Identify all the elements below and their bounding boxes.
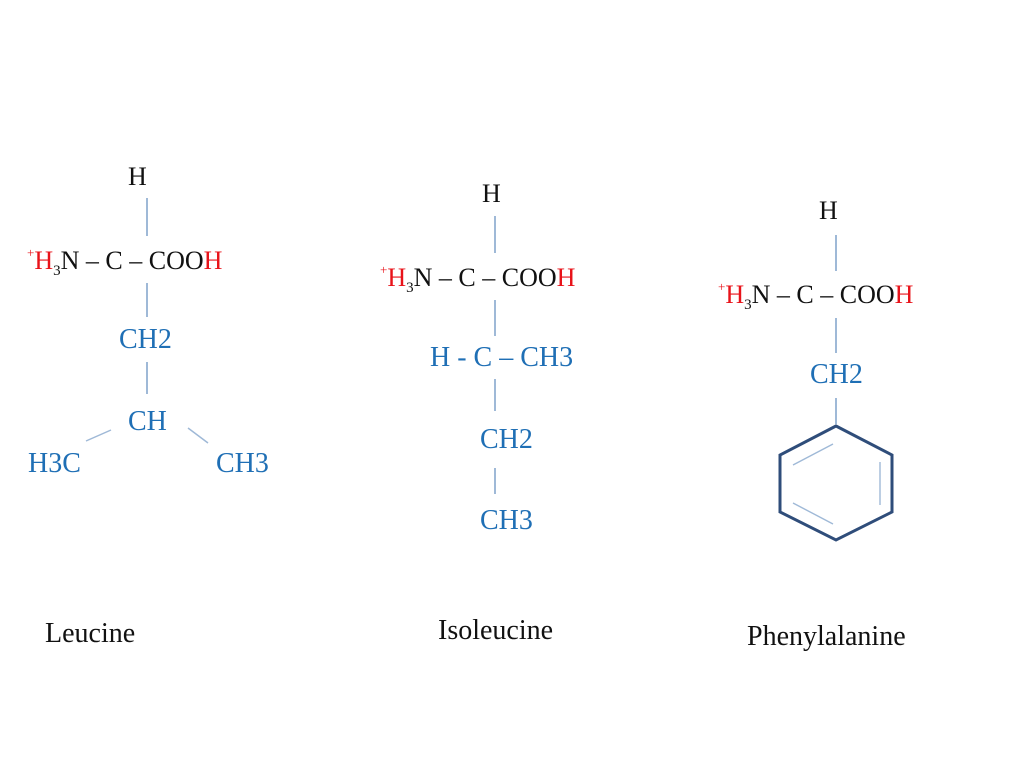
isoleucine-bond-top — [494, 216, 496, 253]
leucine-ch: CH — [128, 406, 167, 437]
phenylalanine-dash-right: – — [820, 280, 834, 309]
isoleucine-carboxyl-h: H — [556, 263, 576, 292]
leucine-bond-ch2 — [146, 283, 148, 317]
leucine-carboxyl-h: H — [203, 246, 223, 275]
leucine-name: Leucine — [45, 618, 136, 649]
isoleucine-amine-n: N — [413, 263, 433, 292]
phenylalanine-backbone: +H3N – C – COOH — [718, 280, 913, 313]
isoleucine-name: Isoleucine — [438, 615, 554, 646]
phenylalanine-bond-top — [835, 235, 837, 271]
isoleucine-bond-ch3 — [494, 468, 496, 494]
phenylalanine-amine-charge: + — [718, 279, 726, 294]
phenylalanine-name: Phenylalanine — [747, 621, 906, 652]
leucine-carboxyl: COO — [148, 246, 204, 275]
leucine-backbone: +H3N – C – COOH — [27, 246, 222, 279]
leucine-bond-right-branch — [187, 427, 209, 444]
isoleucine-central-carbon: C — [458, 263, 476, 292]
phenylalanine-carboxyl: COO — [839, 280, 895, 309]
phenylalanine-bond-ch2 — [835, 318, 837, 353]
leucine-amine-n: N — [60, 246, 80, 275]
phenylalanine-carboxyl-h: H — [894, 280, 914, 309]
isoleucine-amine-charge: + — [380, 262, 388, 277]
phenylalanine-central-carbon: C — [796, 280, 814, 309]
leucine-amine-subscript: 3 — [53, 263, 61, 279]
leucine-amine-h: H — [34, 246, 54, 275]
leucine-central-carbon: C — [105, 246, 123, 275]
leucine-bond-ch — [146, 362, 148, 394]
leucine-bond-left-branch — [85, 429, 112, 442]
leucine-top-hydrogen: H — [128, 162, 147, 191]
phenylalanine-amine-subscript: 3 — [744, 297, 752, 313]
leucine-branch-left: H3C — [28, 448, 81, 479]
phenylalanine-top-hydrogen: H — [819, 196, 838, 225]
isoleucine-amine-h: H — [387, 263, 407, 292]
isoleucine-carboxyl: COO — [501, 263, 557, 292]
isoleucine-backbone: +H3N – C – COOH — [380, 263, 575, 296]
benzene-ring-icon — [778, 424, 894, 542]
isoleucine-ch2: CH2 — [480, 424, 533, 455]
phenylalanine-amine-h: H — [725, 280, 745, 309]
phenylalanine-dash-left: – — [776, 280, 790, 309]
isoleucine-ch3: CH3 — [480, 505, 533, 536]
leucine-dash-left: – — [85, 246, 99, 275]
isoleucine-dash-left: – — [438, 263, 452, 292]
isoleucine-amine-subscript: 3 — [406, 280, 414, 296]
isoleucine-dash-right: – — [482, 263, 496, 292]
isoleucine-side-row: H - C – CH3 — [430, 342, 574, 373]
leucine-ch2: CH2 — [119, 324, 172, 355]
phenylalanine-bond-ring — [835, 398, 837, 424]
phenylalanine-amine-n: N — [751, 280, 771, 309]
phenylalanine-ch2: CH2 — [810, 359, 863, 390]
isoleucine-top-hydrogen: H — [482, 179, 501, 208]
isoleucine-bond-ch2 — [494, 379, 496, 411]
isoleucine-bond-side — [494, 300, 496, 336]
leucine-dash-right: – — [129, 246, 143, 275]
leucine-branch-right: CH3 — [216, 448, 269, 479]
leucine-bond-top — [146, 198, 148, 236]
leucine-amine-charge: + — [27, 245, 35, 260]
